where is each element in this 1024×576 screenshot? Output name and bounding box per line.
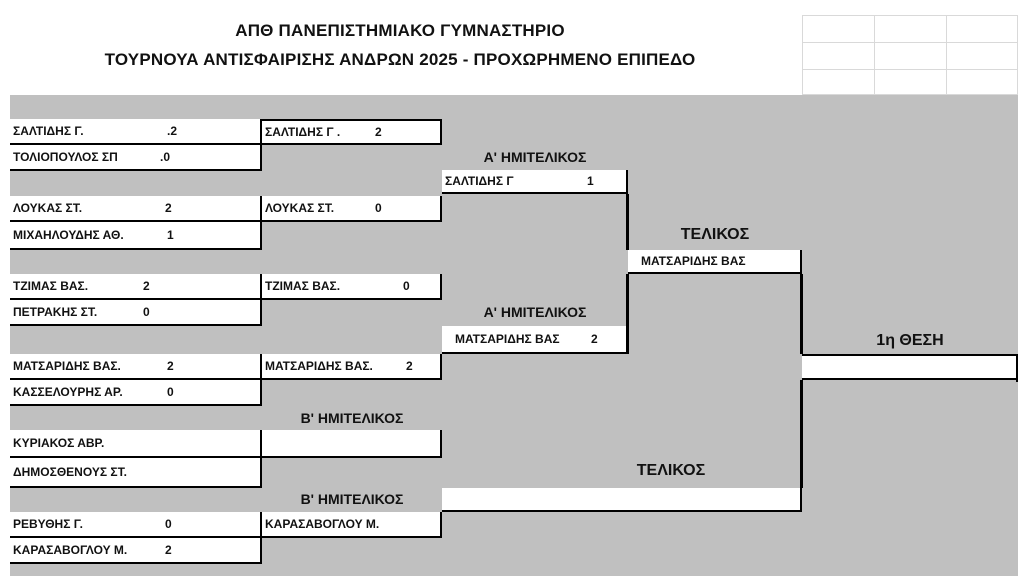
final-entry[interactable] [442, 488, 802, 512]
r1-entry[interactable]: ΡΕΒΥΘΗΣ Γ. 0 [10, 512, 262, 538]
bracket-connector [800, 274, 803, 354]
final-entry[interactable]: ΜΑΤΣΑΡΙΔΗΣ ΒΑΣ [628, 250, 802, 274]
r1-entry[interactable]: ΣΑΛΤΙΔΗΣ Γ. .2 [10, 119, 262, 145]
r1-entry[interactable]: ΔΗΜΟΣΘΕΝΟΥΣ ΣΤ. [10, 458, 262, 488]
r1-entry[interactable]: ΜΑΤΣΑΡΙΔΗΣ ΒΑΣ. 2 [10, 354, 262, 380]
final-label: ΤΕΛΙΚΟΣ [680, 226, 750, 243]
r1-entry[interactable]: ΚΑΡΑΣΑΒΟΓΛΟΥ Μ. 2 [10, 538, 262, 564]
bracket-connector [1016, 354, 1018, 382]
header-title: ΑΠΘ ΠΑΝΕΠΙΣΤΗΜΙΑΚΟ ΓΥΜΝΑΣΤΗΡΙΟ [235, 21, 565, 40]
winner-slot[interactable] [802, 354, 1018, 380]
r1-entry[interactable]: ΚΥΡΙΑΚΟΣ ΑΒΡ. [10, 430, 262, 458]
bracket-connector [626, 194, 629, 250]
r1-entry[interactable]: ΠΕΤΡΑΚΗΣ ΣΤ. 0 [10, 300, 262, 326]
semifinal-b-label: Β' ΗΜΙΤΕΛΙΚΟΣ [300, 410, 404, 426]
r1-entry[interactable]: ΚΑΣΣΕΛΟΥΡΗΣ ΑΡ. 0 [10, 380, 262, 406]
r1-entry[interactable]: ΛΟΥΚΑΣ ΣΤ. 2 [10, 196, 262, 222]
header-subtitle: ΤΟΥΡΝΟΥΑ ΑΝΤΙΣΦΑΙΡΙΣΗΣ ΑΝΔΡΩΝ 2025 - ΠΡΟ… [104, 50, 696, 69]
bracket-connector [626, 274, 629, 354]
r2-entry[interactable]: ΚΑΡΑΣΑΒΟΓΛΟΥ Μ. [262, 512, 442, 538]
r1-entry[interactable]: ΤΟΛΙΟΠΟΥΛΟΣ ΣΠ .0 [10, 145, 262, 171]
bracket-connector [800, 380, 803, 488]
r2-entry[interactable] [262, 430, 442, 458]
r2-entry[interactable]: ΜΑΤΣΑΡΙΔΗΣ ΒΑΣ. 2 [262, 354, 442, 380]
semifinal-entry[interactable]: ΜΑΤΣΑΡΙΔΗΣ ΒΑΣ 2 [442, 326, 628, 354]
semifinal-entry[interactable]: ΣΑΛΤΙΔΗΣ Γ 1 [442, 170, 628, 194]
r1-entry[interactable]: ΜΙΧΑΗΛΟΥΔΗΣ ΑΘ. 1 [10, 222, 262, 250]
r1-entry[interactable]: ΤΖΙΜΑΣ ΒΑΣ. 2 [10, 274, 262, 300]
r2-entry[interactable]: ΛΟΥΚΑΣ ΣΤ. 0 [262, 196, 442, 222]
semifinal-a-label: Α' ΗΜΙΤΕΛΙΚΟΣ [483, 149, 587, 165]
semifinal-b-label: Β' ΗΜΙΤΕΛΙΚΟΣ [300, 491, 404, 507]
semifinal-a-label: Α' ΗΜΙΤΕΛΙΚΟΣ [483, 304, 587, 320]
r2-entry[interactable]: ΤΖΙΜΑΣ ΒΑΣ. 0 [262, 274, 442, 300]
first-place-label: 1η ΘΕΣΗ [876, 332, 944, 349]
r2-entry[interactable]: ΣΑΛΤΙΔΗΣ Γ . 2 [262, 119, 442, 145]
final-label: ΤΕΛΙΚΟΣ [636, 462, 706, 479]
spreadsheet-gridlines [802, 15, 1018, 95]
